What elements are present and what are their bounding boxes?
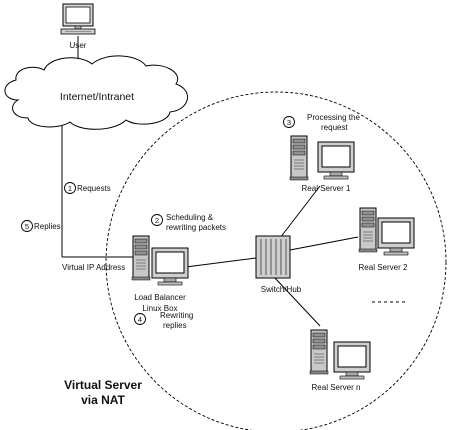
step-5-number: 5 — [25, 222, 29, 231]
virtual-server-boundary — [105, 91, 447, 430]
step-3: 3 Processing the request — [283, 113, 360, 132]
desktop-computer-icon — [60, 3, 96, 35]
load-balancer-label-line-1: Load Balancer — [134, 293, 186, 302]
server-with-monitor-icon — [309, 329, 371, 380]
title-line-1: Virtual Server — [64, 378, 142, 392]
real-server-n: Real Server n — [309, 329, 371, 392]
step-3-text-line-2: request — [321, 123, 348, 132]
step-4-text-line-2: replies — [163, 321, 187, 330]
network-label: Internet/Intranet — [60, 91, 134, 103]
step-1-text: Requests — [77, 184, 111, 193]
step-5: 5 Replies — [21, 220, 61, 232]
switch-to-server2-line — [289, 236, 359, 251]
step-1-number: 1 — [68, 184, 72, 193]
lb-to-switch-line — [177, 257, 257, 269]
vip-label: Virtual IP Address — [62, 263, 125, 272]
step-4-text-line-1: Rewriting — [160, 311, 193, 320]
step-4-number: 4 — [138, 315, 142, 324]
step-2-number: 2 — [155, 216, 159, 225]
real-server-1-label: Real Server 1 — [302, 184, 351, 193]
switch-hub: Switch/Hub — [255, 235, 302, 294]
step-2-text-line-1: Scheduling & — [166, 213, 214, 222]
server-with-monitor-icon — [131, 235, 189, 286]
step-2-text-line-2: rewriting packets — [166, 223, 226, 232]
step-4: 4 Rewriting replies — [134, 311, 193, 330]
real-server-n-label: Real Server n — [312, 383, 361, 392]
switch-label: Switch/Hub — [261, 285, 302, 294]
step-3-text-line-1: Processing the — [307, 113, 360, 122]
real-server-1: Real Server 1 — [289, 135, 355, 193]
network-switch-icon — [255, 235, 291, 279]
connection-lines — [61, 36, 359, 327]
step-5-text: Replies — [34, 222, 61, 231]
step-2: 2 Scheduling & rewriting packets — [151, 213, 226, 232]
load-balancer: Virtual IP Address Load Balancer Linux B… — [62, 235, 189, 313]
switch-to-server1-line — [279, 185, 321, 239]
server-with-monitor-icon — [289, 135, 355, 181]
title-line-2: via NAT — [81, 393, 125, 407]
real-server-2-label: Real Server 2 — [359, 263, 408, 272]
user-computer: User — [60, 3, 96, 50]
internet-cloud: Internet/Intranet — [4, 55, 188, 130]
real-server-2: Real Server 2 — [358, 207, 415, 272]
step-1: 1 Requests — [64, 182, 111, 194]
step-3-number: 3 — [287, 118, 291, 127]
diagram-title: Virtual Server via NAT — [64, 378, 142, 407]
load-balancer-label-line-2: Linux Box — [142, 304, 177, 313]
user-label: User — [70, 41, 87, 50]
server-with-monitor-icon — [358, 207, 415, 256]
switch-to-servern-line — [274, 277, 321, 327]
